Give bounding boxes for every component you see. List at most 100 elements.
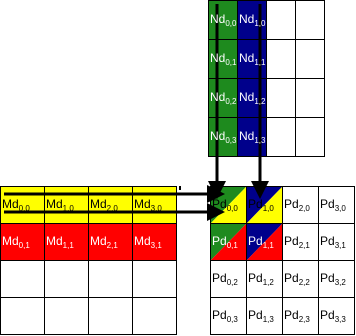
cell-label: Pd2,1 [283, 235, 310, 250]
cell-label-subscript: 1,2 [262, 277, 274, 287]
cell-label-base: Pd [212, 307, 227, 322]
cell-label: Nd0,2 [209, 91, 236, 106]
n-cell [296, 1, 325, 40]
cell-label-subscript: 0,1 [225, 57, 237, 67]
n-cell: Nd0,1 [209, 40, 238, 79]
cell-label-subscript: 0,0 [226, 203, 238, 213]
p-cell: Pd2,0 [283, 187, 319, 224]
n-cell: Nd0,3 [209, 118, 238, 157]
p-cell: Pd2,1 [283, 224, 319, 261]
cell-label-base: Md [90, 233, 107, 248]
cell-label-base: Nd [239, 50, 255, 65]
n-cell [267, 118, 296, 157]
cell-label-subscript: 2,0 [298, 203, 310, 213]
cell-label-base: Pd [320, 233, 335, 248]
m-cell [45, 261, 89, 298]
n-cell: Nd1,0 [238, 1, 267, 40]
cell-label: Md2,0 [89, 198, 118, 213]
cell-label-base: Nd [239, 128, 255, 143]
cell-label-base: Nd [210, 11, 226, 26]
cell-label-base: Pd [320, 196, 335, 211]
cell-label-base: Md [134, 233, 151, 248]
cell-label-base: Pd [284, 270, 299, 285]
cell-label: Nd0,3 [209, 130, 236, 145]
cell-label: Md2,1 [89, 235, 118, 250]
cell-label-subscript: 2,1 [106, 240, 118, 250]
cell-label-base: Md [90, 196, 107, 211]
cell-label: Nd1,3 [238, 130, 265, 145]
n-cell: Nd1,1 [238, 40, 267, 79]
cell-label-base: Pd [284, 196, 299, 211]
cell-label: Pd2,3 [283, 309, 310, 324]
cell-label-base: Pd [212, 196, 227, 211]
p-cell: Pd1,2 [247, 261, 283, 298]
cell-label-base: Nd [239, 11, 255, 26]
m-cell [89, 261, 133, 298]
n-cell [267, 79, 296, 118]
cell-label-subscript: 1,3 [254, 135, 266, 145]
cell-label-base: Pd [248, 307, 263, 322]
cell-label-subscript: 1,2 [254, 96, 266, 106]
cell-label: Pd0,2 [211, 272, 238, 287]
m-cell: Md0,1 [1, 224, 45, 261]
cell-label: Pd2,0 [283, 198, 310, 213]
cell-label-base: Md [2, 233, 19, 248]
m-cell: Md3,0 [133, 187, 177, 224]
cell-label-base: Nd [210, 89, 226, 104]
cell-label-subscript: 0,3 [226, 314, 238, 324]
cell-label-base: Md [2, 196, 19, 211]
cell-label-base: Pd [284, 233, 299, 248]
p-cell: Pd1,1 [247, 224, 283, 261]
cell-label: Pd0,3 [211, 309, 238, 324]
cell-label: Md3,0 [133, 198, 162, 213]
cell-label-subscript: 1,1 [254, 57, 266, 67]
cell-label-base: Pd [248, 233, 263, 248]
n-cell: Nd0,2 [209, 79, 238, 118]
cell-label: Pd3,2 [319, 272, 346, 287]
m-cell [1, 261, 45, 298]
p-cell: Pd0,3 [211, 298, 247, 335]
cell-label-base: Md [46, 233, 63, 248]
p-cell: Pd3,0 [319, 187, 355, 224]
n-cell [267, 40, 296, 79]
cell-label-subscript: 1,1 [62, 240, 74, 250]
m-cell [133, 261, 177, 298]
cell-label-subscript: 0,1 [18, 240, 30, 250]
cell-label: Pd1,0 [247, 198, 274, 213]
cell-label-subscript: 0,0 [18, 203, 30, 213]
cell-label: Pd1,2 [247, 272, 274, 287]
m-cell: Md3,1 [133, 224, 177, 261]
cell-label-base: Pd [320, 307, 335, 322]
cell-label-subscript: 3,1 [334, 240, 346, 250]
cell-label-subscript: 0,2 [225, 96, 237, 106]
m-row [1, 261, 177, 298]
n-cell [296, 40, 325, 79]
p-cell: Pd3,1 [319, 224, 355, 261]
n-cell: Nd1,2 [238, 79, 267, 118]
cell-label-subscript: 0,2 [226, 277, 238, 287]
cell-label-subscript: 2,3 [298, 314, 310, 324]
n-cell [296, 79, 325, 118]
cell-label: Nd1,1 [238, 52, 265, 67]
cell-label-subscript: 2,1 [298, 240, 310, 250]
cell-label-subscript: 0,3 [225, 135, 237, 145]
cell-label-base: Pd [212, 233, 227, 248]
p-cell: Pd0,2 [211, 261, 247, 298]
cell-label: Pd3,0 [319, 198, 346, 213]
p-cell: Pd2,3 [283, 298, 319, 335]
cell-label-subscript: 1,0 [262, 203, 274, 213]
cell-label-subscript: 0,0 [225, 18, 237, 28]
p-cell: Pd1,0 [247, 187, 283, 224]
m-cell: Md1,0 [45, 187, 89, 224]
cell-label: Pd3,1 [319, 235, 346, 250]
cell-label-base: Pd [320, 270, 335, 285]
cell-label-subscript: 2,0 [106, 203, 118, 213]
